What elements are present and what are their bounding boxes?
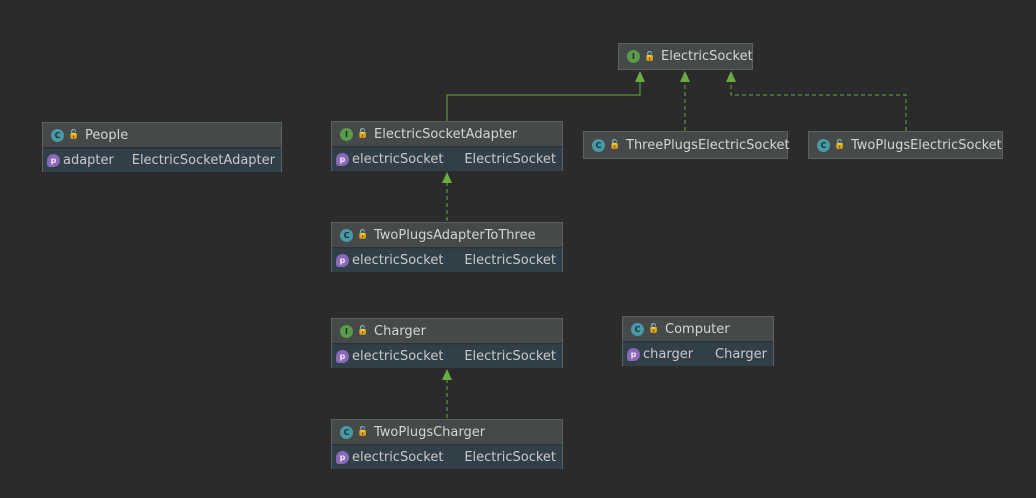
node-title: TwoPlugsCharger (374, 424, 486, 440)
edge-adapter-to-socket (446, 72, 641, 121)
lock-icon: 🔓 (644, 51, 656, 62)
class-icon: C (340, 425, 353, 439)
field-name: charger (643, 347, 694, 362)
field-type: Charger (715, 347, 767, 362)
node-electric-socket[interactable]: I 🔓 ElectricSocket (618, 43, 753, 70)
field-name: electricSocket (352, 450, 444, 465)
property-icon: p (627, 348, 640, 361)
lock-icon: 🔓 (357, 129, 369, 139)
node-computer[interactable]: C 🔓 Computer p charger Charger (622, 316, 774, 366)
field-type: ElectricSocket (464, 450, 556, 465)
field-row: p charger Charger (623, 342, 773, 366)
lock-icon: 🔓 (834, 140, 846, 150)
node-title: TwoPlugsElectricSocket (851, 137, 1002, 153)
class-icon: C (631, 322, 644, 336)
node-people[interactable]: C 🔓 People p adapter ElectricSocketAdapt… (42, 122, 282, 172)
arrowhead-icon (726, 71, 736, 82)
field-type: ElectricSocketAdapter (131, 153, 275, 168)
arrowhead-icon (635, 71, 645, 82)
field-row: p adapter ElectricSocketAdapter (43, 148, 281, 172)
lock-icon: 🔓 (609, 140, 621, 150)
node-title: ElectricSocket (661, 49, 753, 64)
node-title: People (85, 127, 129, 143)
arrowhead-icon (442, 172, 452, 183)
field-type: ElectricSocket (464, 152, 556, 167)
class-icon: C (340, 228, 353, 242)
node-title: Computer (665, 321, 730, 337)
arrowhead-icon (442, 369, 452, 380)
field-name: adapter (63, 153, 114, 168)
lock-icon: 🔓 (357, 427, 369, 437)
property-icon: p (336, 153, 349, 166)
class-icon: C (817, 138, 830, 152)
lock-icon: 🔓 (357, 326, 369, 336)
edge-twoplugs-to-socket (730, 72, 907, 131)
property-icon: p (336, 350, 349, 363)
field-name: electricSocket (352, 253, 444, 268)
node-title: ElectricSocketAdapter (374, 126, 518, 142)
field-row: p electricSocket ElectricSocket (332, 344, 562, 368)
field-type: ElectricSocket (464, 253, 556, 268)
property-icon: p (336, 451, 349, 464)
field-row: p electricSocket ElectricSocket (332, 248, 562, 272)
interface-icon: I (627, 50, 640, 63)
arrowhead-icon (680, 71, 690, 82)
node-electric-socket-adapter[interactable]: I 🔓 ElectricSocketAdapter p electricSock… (331, 121, 563, 171)
node-title: ThreePlugsElectricSocket (626, 137, 790, 153)
interface-icon: I (340, 324, 353, 338)
lock-icon: 🔓 (648, 324, 660, 334)
node-two-plugs-charger[interactable]: C 🔓 TwoPlugsCharger p electricSocket Ele… (331, 419, 563, 469)
field-row: p electricSocket ElectricSocket (332, 445, 562, 469)
field-name: electricSocket (352, 152, 444, 167)
node-title: TwoPlugsAdapterToThree (374, 227, 536, 243)
node-two-plugs-electric-socket[interactable]: C 🔓 TwoPlugsElectricSocket (808, 131, 1003, 159)
node-three-plugs-electric-socket[interactable]: C 🔓 ThreePlugsElectricSocket (583, 131, 790, 159)
node-charger[interactable]: I 🔓 Charger p electricSocket ElectricSoc… (331, 318, 563, 368)
interface-icon: I (340, 127, 353, 141)
lock-icon: 🔓 (357, 230, 369, 240)
node-title: Charger (374, 323, 426, 339)
lock-icon: 🔓 (68, 130, 80, 140)
property-icon: p (336, 254, 349, 267)
node-two-plugs-adapter-to-three[interactable]: C 🔓 TwoPlugsAdapterToThree p electricSoc… (331, 222, 563, 272)
class-icon: C (51, 128, 64, 142)
field-name: electricSocket (352, 349, 444, 364)
class-icon: C (592, 138, 605, 152)
field-row: p electricSocket ElectricSocket (332, 147, 562, 171)
field-type: ElectricSocket (464, 349, 556, 364)
property-icon: p (47, 154, 60, 167)
